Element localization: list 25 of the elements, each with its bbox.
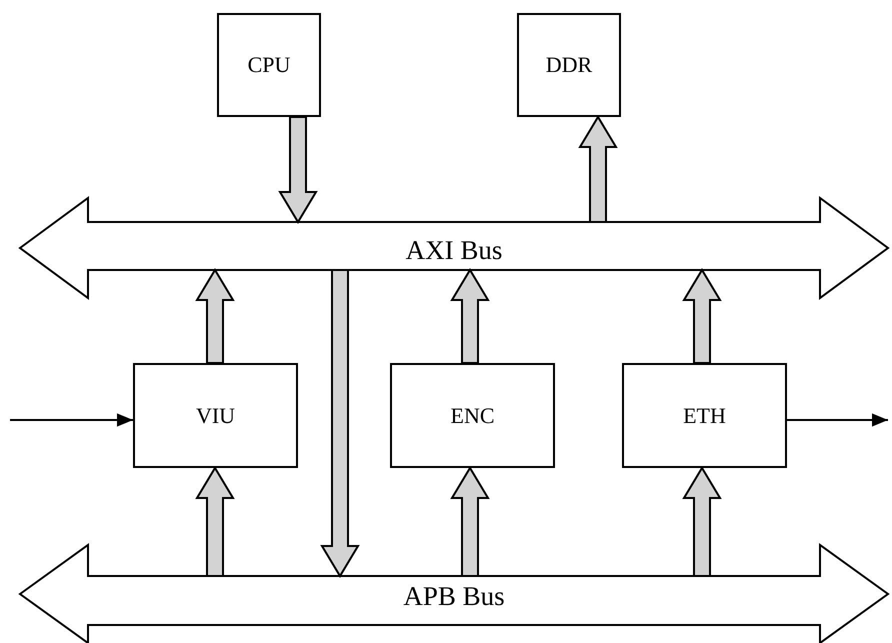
block-arrow	[278, 116, 318, 224]
arrow	[787, 413, 888, 427]
block-label: DDR	[546, 52, 592, 78]
block-label: CPU	[248, 52, 290, 78]
block-arrow	[450, 268, 490, 364]
block-arrow	[682, 466, 722, 577]
bus-label: AXI Bus	[406, 234, 502, 266]
block-box	[517, 13, 621, 117]
block-arrow	[195, 466, 235, 577]
block-arrow	[682, 268, 722, 364]
bus-band	[20, 198, 888, 298]
block-arrow	[320, 269, 360, 578]
block-arrow	[450, 466, 490, 577]
bus-band	[20, 545, 888, 643]
block-box	[622, 363, 787, 468]
block-arrow	[195, 268, 235, 364]
block-arrow	[578, 115, 618, 223]
block-label: ENC	[450, 402, 494, 428]
block-box	[217, 13, 321, 117]
block-box	[133, 363, 298, 468]
arrow	[10, 413, 133, 427]
block-label: ETH	[683, 402, 726, 428]
bus-label: APB Bus	[403, 580, 505, 612]
block-box	[390, 363, 555, 468]
block-label: VIU	[196, 402, 236, 428]
